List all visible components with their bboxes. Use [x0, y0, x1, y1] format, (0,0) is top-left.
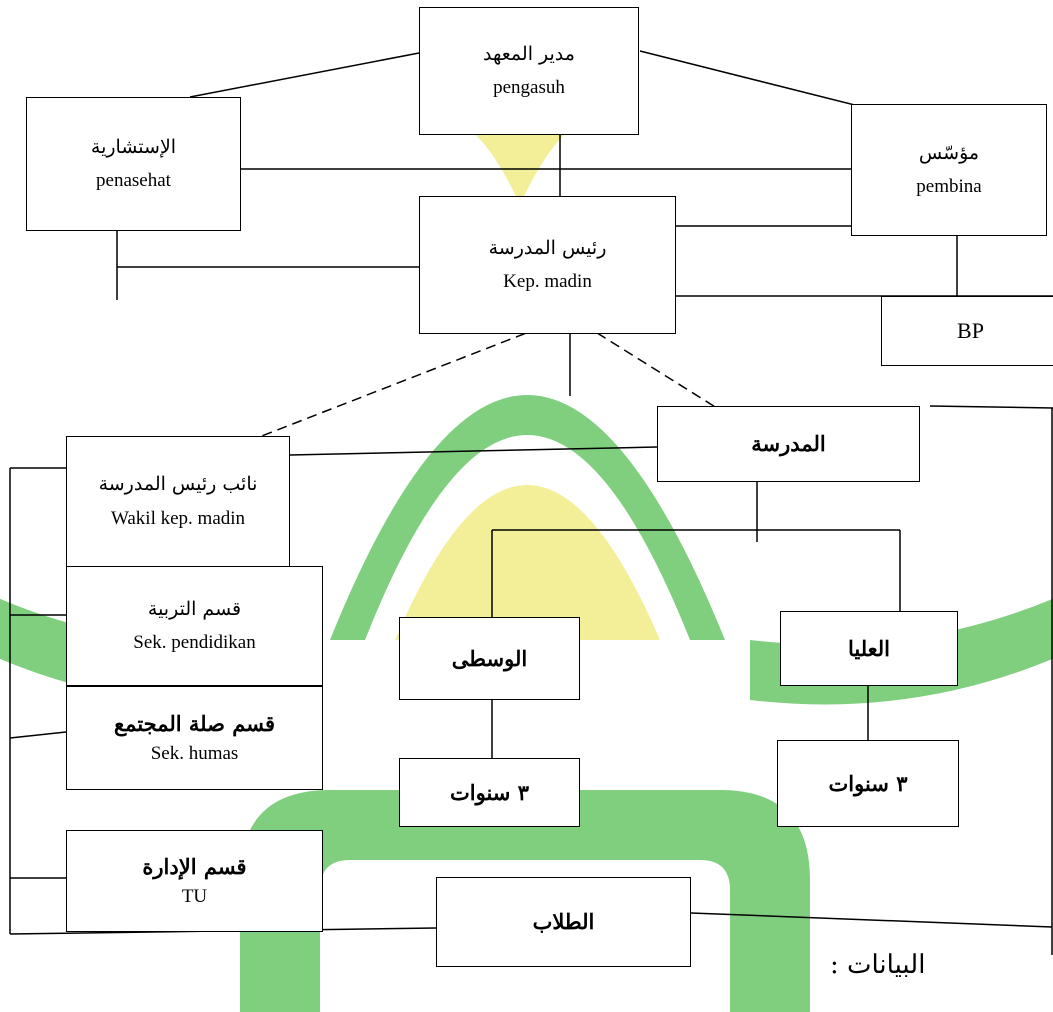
middle-years-label: ٣ سنوات [450, 779, 529, 805]
advisory-arabic: الإستشارية [90, 135, 177, 158]
administration-box: قسم الإدارة TU [66, 830, 323, 932]
director-arabic: مدير المعهد [483, 42, 575, 65]
bp-box: BP [881, 296, 1053, 366]
public-relations-box: قسم صلة المجتمع Sek. humas [66, 686, 323, 790]
administration-latin: TU [181, 885, 208, 907]
students-box: الطلاب [436, 877, 691, 967]
students-label: الطلاب [532, 909, 595, 935]
upper-box: العليا [780, 611, 958, 686]
founder-latin: pembina [916, 176, 982, 198]
upper-years-box: ٣ سنوات [777, 740, 959, 827]
education-latin: Sek. pendidikan [133, 632, 256, 654]
director-latin: pengasuh [493, 77, 565, 99]
middle-years-box: ٣ سنوات [399, 758, 580, 827]
middle-label: الوسطى [451, 645, 528, 671]
education-box: قسم التربية Sek. pendidikan [66, 566, 323, 686]
legend-label: البيانات : [830, 950, 926, 980]
head-arabic: رئيس المدرسة [488, 236, 607, 259]
middle-box: الوسطى [399, 617, 580, 700]
deputy-latin: Wakil kep. madin [110, 507, 246, 529]
upper-years-label: ٣ سنوات [828, 770, 908, 796]
advisory-latin: penasehat [96, 170, 171, 192]
administration-arabic: قسم الإدارة [142, 854, 247, 880]
advisory-box: الإستشارية penasehat [26, 97, 241, 231]
deputy-arabic: نائب رئيس المدرسة [98, 473, 258, 496]
director-box: مدير المعهد pengasuh [419, 7, 639, 135]
school-label: المدرسة [751, 431, 826, 457]
education-arabic: قسم التربية [147, 597, 242, 620]
public-relations-latin: Sek. humas [150, 742, 239, 764]
public-relations-arabic: قسم صلة المجتمع [114, 711, 275, 737]
head-latin: Kep. madin [503, 271, 592, 293]
school-box: المدرسة [657, 406, 920, 482]
upper-label: العليا [847, 635, 891, 661]
founder-arabic: مؤسّس [918, 141, 980, 164]
founder-box: مؤسّس pembina [851, 104, 1047, 236]
deputy-box: نائب رئيس المدرسة Wakil kep. madin [66, 436, 290, 566]
bp-label: BP [957, 318, 984, 343]
head-box: رئيس المدرسة Kep. madin [419, 196, 676, 334]
